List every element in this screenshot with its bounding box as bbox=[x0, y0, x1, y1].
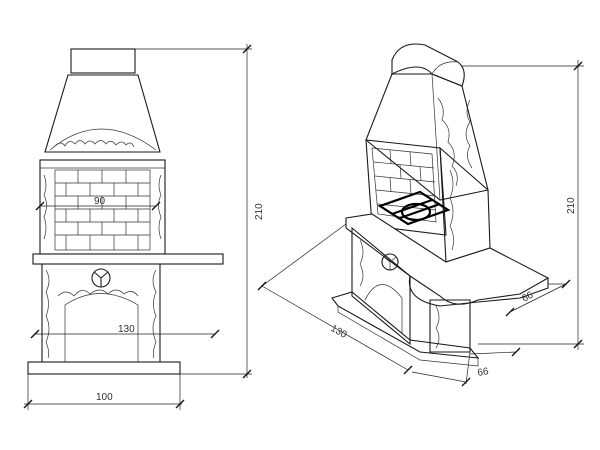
firebox-frame bbox=[39, 159, 166, 255]
front-view: 90 130 100 210 bbox=[23, 44, 265, 410]
firebox-bricks bbox=[43, 169, 162, 251]
iso-lower-base bbox=[351, 226, 411, 346]
iso-front-label: 66 bbox=[477, 366, 490, 379]
counter-slab bbox=[32, 253, 224, 265]
base-depth-label: 130 bbox=[118, 324, 135, 335]
plinth bbox=[27, 361, 181, 375]
front-height-label: 210 bbox=[254, 203, 265, 220]
iso-firebox-bricks bbox=[373, 149, 437, 211]
iso-chimney-roll bbox=[391, 43, 465, 87]
iso-length-label: 130 bbox=[329, 323, 349, 341]
isometric-view: 130 66 66 210 bbox=[257, 43, 584, 387]
base-opening bbox=[64, 293, 139, 362]
iso-plinth bbox=[331, 291, 480, 359]
iso-right-leg bbox=[429, 299, 471, 353]
total-width-label: 100 bbox=[96, 392, 113, 403]
iso-counter-top bbox=[345, 213, 550, 305]
firebox-width-label: 90 bbox=[94, 196, 106, 207]
hood-arch bbox=[49, 128, 157, 151]
iso-firebox bbox=[365, 139, 447, 236]
chimney-cap bbox=[70, 48, 136, 74]
iso-upper-side bbox=[439, 146, 491, 263]
chimney-hood bbox=[44, 74, 161, 153]
iso-grill-grate bbox=[377, 190, 451, 226]
iso-side-label: 66 bbox=[520, 290, 535, 305]
iso-height-label: 210 bbox=[566, 197, 577, 214]
